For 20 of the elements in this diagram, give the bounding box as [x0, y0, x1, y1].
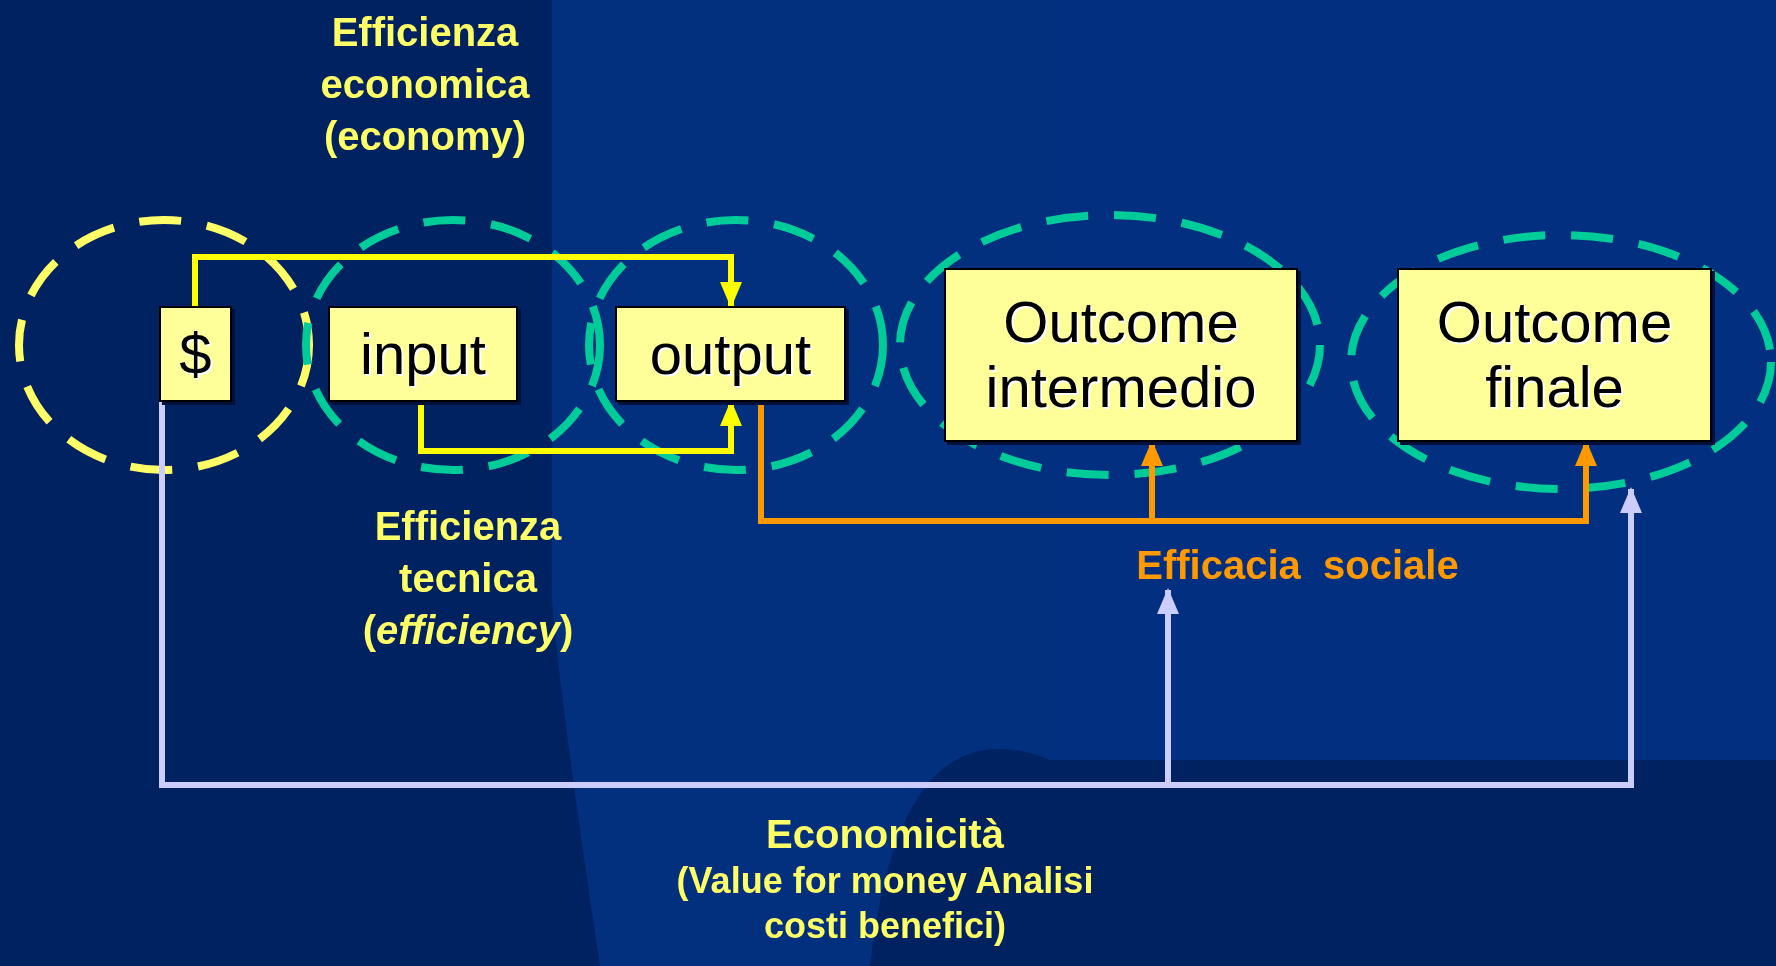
- box-label: $: [179, 321, 212, 387]
- annotation-text: (Value for money Analisi costi benefici): [675, 859, 1095, 948]
- arrow: [192, 254, 742, 308]
- box-label: Outcome intermedio: [984, 290, 1258, 420]
- annotation-text: Efficienza economica (economy): [319, 9, 531, 160]
- process-box: [328, 306, 518, 402]
- box-label: input: [360, 321, 486, 387]
- box-label: Outcome finale: [1435, 290, 1674, 420]
- arrow: [1157, 588, 1179, 785]
- arrow: [1168, 487, 1642, 788]
- process-box: [159, 306, 232, 402]
- annotation-text: Economicità: [765, 811, 1005, 858]
- connector-line: [159, 402, 1168, 788]
- box-label: output: [649, 321, 812, 387]
- effect-label: Efficacia sociale: [1136, 542, 1459, 588]
- process-box: [1397, 268, 1712, 442]
- process-box: [615, 306, 846, 402]
- connector-line: [758, 402, 1152, 524]
- process-box: [944, 268, 1298, 442]
- annotation-text: Efficienza tecnica (efficiency): [361, 503, 575, 654]
